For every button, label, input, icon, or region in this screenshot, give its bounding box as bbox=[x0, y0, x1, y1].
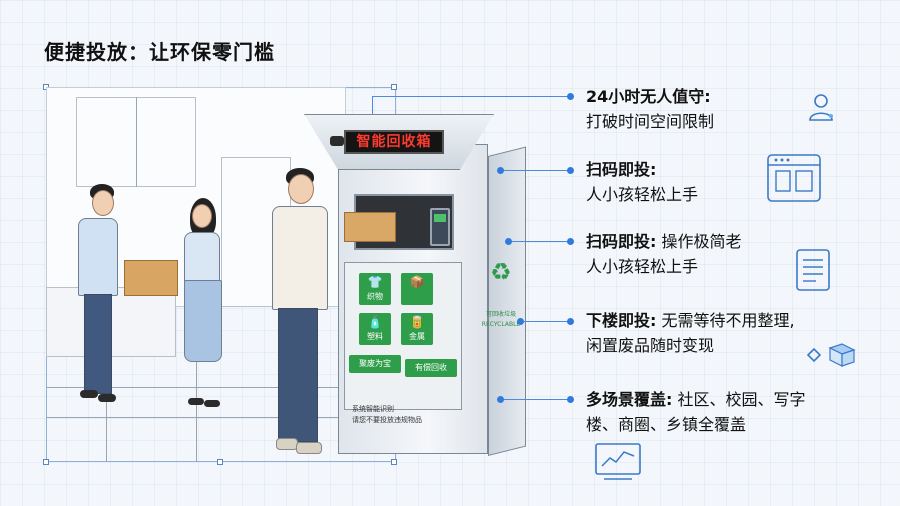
touch-screen[interactable] bbox=[430, 208, 450, 246]
recyclable-label: 可回收垃圾 RECYCLABLE bbox=[481, 311, 521, 328]
feature-3-body: 人小孩轻松上手 bbox=[586, 257, 699, 276]
feature-2-head: 扫码即投: bbox=[586, 160, 657, 179]
recycling-machine: 智能回收箱 👕 织物 📦 🧴 塑料 🥫 金属 聚废为宝 有偿回收 系统智能识别 … bbox=[300, 104, 530, 464]
feature-1-body: 打破时间空间限制 bbox=[586, 112, 715, 131]
bin-metal[interactable]: 🥫 金属 bbox=[401, 313, 433, 345]
frame-handle-br[interactable] bbox=[391, 459, 397, 465]
document-list-icon bbox=[796, 249, 830, 291]
connector-dot-1 bbox=[567, 93, 574, 100]
bin-box[interactable]: 📦 bbox=[401, 273, 433, 305]
machine-sign: 智能回收箱 bbox=[344, 130, 444, 154]
feature-3: 扫码即投: 操作极简老 人小孩轻松上手 bbox=[586, 230, 742, 280]
connector-dot-3a bbox=[505, 238, 512, 245]
feature-4-body: 闲置废品随时变现 bbox=[586, 336, 715, 355]
frame-handle-tr[interactable] bbox=[391, 84, 397, 90]
box-icon: 📦 bbox=[409, 275, 425, 289]
cardboard-box-shared bbox=[124, 260, 178, 296]
shirt-icon: 👕 bbox=[367, 275, 383, 289]
feature-4-head: 下楼即投: bbox=[586, 311, 657, 330]
button-paid-recycling[interactable]: 有偿回收 bbox=[405, 359, 457, 377]
feature-1-head: 24小时无人值守: bbox=[586, 87, 711, 106]
connector-2 bbox=[500, 170, 570, 171]
bottle-icon: 🧴 bbox=[367, 315, 383, 329]
connector-4 bbox=[520, 321, 570, 322]
box-cash-icon bbox=[806, 343, 856, 367]
connector-dot-3 bbox=[567, 238, 574, 245]
feature-5: 多场景覆盖: 社区、校园、写字 楼、商圈、乡镇全覆盖 bbox=[586, 388, 806, 438]
feature-1: 24小时无人值守: 打破时间空间限制 bbox=[586, 85, 714, 135]
connector-dot-4a bbox=[517, 318, 524, 325]
bin-panel: 👕 织物 📦 🧴 塑料 🥫 金属 聚废为宝 有偿回收 bbox=[344, 262, 462, 410]
connector-1 bbox=[372, 96, 570, 97]
connector-3 bbox=[508, 241, 570, 242]
frame-handle-bm[interactable] bbox=[217, 459, 223, 465]
machine-notice: 系统智能识别 请您不要投放违规物品 bbox=[352, 405, 422, 424]
recycle-icon: ♻ bbox=[490, 258, 512, 286]
connector-dot-4 bbox=[567, 318, 574, 325]
frame-handle-bl[interactable] bbox=[43, 459, 49, 465]
connector-dot-5a bbox=[497, 396, 504, 403]
machine-window-icon bbox=[767, 154, 821, 202]
feature-4: 下楼即投: 无需等待不用整理, 闲置废品随时变现 bbox=[586, 309, 795, 359]
feature-2: 扫码即投: 人小孩轻松上手 bbox=[586, 158, 698, 208]
frame-connector bbox=[372, 96, 373, 118]
feature-3-head: 扫码即投: bbox=[586, 232, 657, 251]
cardboard-box-inserted bbox=[344, 212, 396, 242]
chart-board-icon bbox=[595, 443, 641, 480]
connector-dot-2a bbox=[497, 167, 504, 174]
bin-plastic[interactable]: 🧴 塑料 bbox=[359, 313, 391, 345]
connector-dot-5 bbox=[567, 396, 574, 403]
feature-5-body: 楼、商圈、乡镇全覆盖 bbox=[586, 415, 747, 434]
connector-5 bbox=[500, 399, 570, 400]
feature-5-head: 多场景覆盖: bbox=[586, 390, 673, 409]
can-icon: 🥫 bbox=[409, 315, 425, 329]
feature-2-body: 人小孩轻松上手 bbox=[586, 185, 699, 204]
button-recycle-value[interactable]: 聚废为宝 bbox=[349, 355, 401, 373]
connector-dot-2 bbox=[567, 167, 574, 174]
user-service-icon bbox=[809, 94, 833, 121]
page-title: 便捷投放：让环保零门槛 bbox=[44, 40, 275, 64]
camera-icon bbox=[330, 136, 344, 146]
bin-textile[interactable]: 👕 织物 bbox=[359, 273, 391, 305]
